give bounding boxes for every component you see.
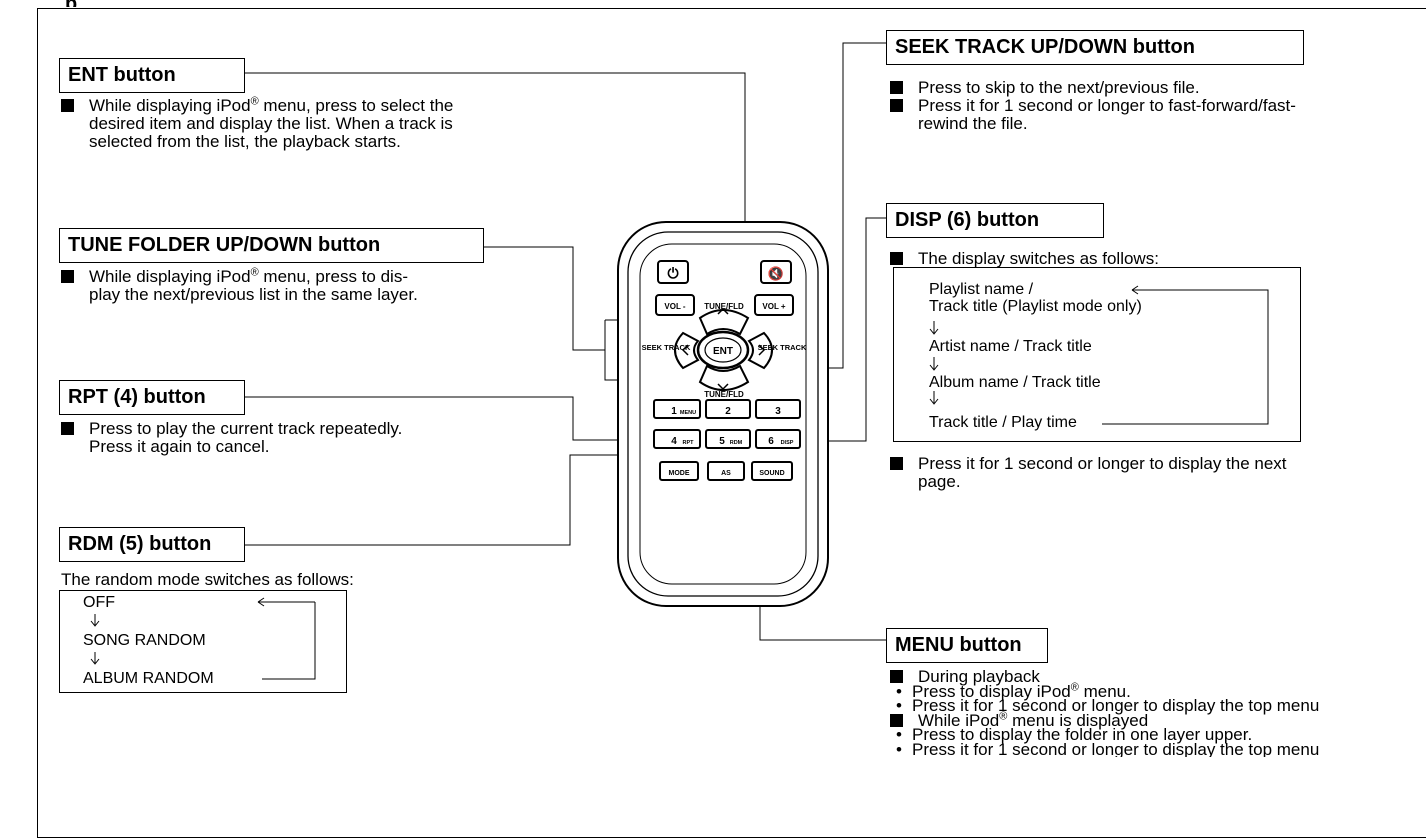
tune-fld-top-label: TUNE/FLD <box>704 302 744 311</box>
menu-description: During playback •Press to display iPod® … <box>890 670 1426 757</box>
menu-item-6: Press it for 1 second or longer to displ… <box>912 739 1320 758</box>
rpt-description: Press to play the current track repeated… <box>61 420 561 456</box>
mute-icon[interactable]: 🔇 <box>768 266 784 281</box>
vol-minus-button[interactable]: VOL - <box>664 302 686 311</box>
menu-item-1: During playback <box>918 670 1040 686</box>
button-5-sub: RDM <box>730 440 743 446</box>
disp-title: DISP (6) button <box>886 203 1104 238</box>
tune-description: While displaying iPod® menu, press to di… <box>61 266 561 304</box>
disp-intro-row: The display switches as follows: <box>890 250 1410 268</box>
rpt-line-2: Press it again to cancel. <box>89 437 270 456</box>
rpt-title: RPT (4) button <box>59 380 245 415</box>
remote-labels: ⏻ 🔇 VOL - VOL + TUNE/FLD TUNE/FLD SEEK T… <box>642 265 807 477</box>
rdm-intro: The random mode switches as follows: <box>61 570 354 589</box>
menu-item-4: While iPod® menu is displayed <box>918 709 1149 730</box>
mode-button[interactable]: MODE <box>669 470 690 477</box>
cycle-arrows <box>90 321 939 665</box>
seek-description: Press to skip to the next/previous file.… <box>890 79 1410 133</box>
button-1-sub: MENU <box>680 410 696 416</box>
remote-control <box>617 221 829 607</box>
ent-line-1: While displaying iPod® menu, press to se… <box>89 95 454 115</box>
button-2[interactable]: 2 <box>725 406 731 417</box>
rdm-cycle-off: OFF <box>83 594 115 611</box>
disp-cycle-box <box>893 267 1301 442</box>
seek-right-label: SEEK TRACK <box>758 343 807 352</box>
disp-cycle-album: Album name / Track title <box>929 374 1101 391</box>
menu-item-2: Press to display iPod® menu. <box>912 680 1131 701</box>
button-1[interactable]: 1 <box>671 406 677 417</box>
ent-line-2: desired item and display the list. When … <box>89 114 453 133</box>
disp-cycle-artist: Artist name / Track title <box>929 338 1092 355</box>
disp-after-line-2: page. <box>918 472 961 491</box>
ent-description: While displaying iPod® menu, press to se… <box>61 95 561 151</box>
rdm-cycle-box <box>59 590 347 693</box>
sound-button[interactable]: SOUND <box>759 470 784 477</box>
menu-title: MENU button <box>886 628 1048 663</box>
ent-button[interactable]: ENT <box>713 346 733 357</box>
disp-cycle-playtime: Track title / Play time <box>929 414 1077 431</box>
tune-line-1: While displaying iPod® menu, press to di… <box>89 266 408 286</box>
rpt-line-1: Press to play the current track repeated… <box>89 419 403 438</box>
button-6[interactable]: 6 <box>768 436 774 447</box>
disp-intro: The display switches as follows: <box>918 249 1159 268</box>
menu-item-3: Press it for 1 second or longer to displ… <box>912 696 1320 715</box>
ent-line-3: selected from the list, the playback sta… <box>89 132 401 151</box>
seek-item-1: Press to skip to the next/previous file. <box>918 78 1200 97</box>
button-4-sub: RPT <box>683 440 695 446</box>
button-3[interactable]: 3 <box>775 406 781 417</box>
disp-after-line-1: Press it for 1 second or longer to displ… <box>918 454 1287 473</box>
seek-title: SEEK TRACK UP/DOWN button <box>886 30 1304 65</box>
seek-item-2-line-2: rewind the file. <box>918 114 1028 133</box>
disp-cycle-playlist-track: Track title (Playlist mode only) <box>929 298 1142 315</box>
rdm-title: RDM (5) button <box>59 527 245 562</box>
ent-title: ENT button <box>59 58 245 93</box>
rdm-cycle-song: SONG RANDOM <box>83 632 206 649</box>
rdm-cycle-album: ALBUM RANDOM <box>83 670 214 687</box>
button-6-sub: DISP <box>781 440 794 446</box>
button-5[interactable]: 5 <box>719 436 725 447</box>
menu-item-5: Press to display the folder in one layer… <box>912 725 1253 744</box>
page-heading-fragment: p <box>65 0 125 7</box>
tune-fld-bottom-label: TUNE/FLD <box>704 390 744 399</box>
tune-title: TUNE FOLDER UP/DOWN button <box>59 228 484 263</box>
disp-after: Press it for 1 second or longer to displ… <box>890 455 1410 491</box>
vol-plus-button[interactable]: VOL + <box>762 302 786 311</box>
power-icon[interactable]: ⏻ <box>667 265 678 281</box>
seek-item-2-line-1: Press it for 1 second or longer to fast-… <box>918 96 1296 115</box>
disp-cycle-playlist: Playlist name / <box>929 281 1034 298</box>
tune-line-2: play the next/previous list in the same … <box>89 285 418 304</box>
seek-left-label: SEEK TRACK <box>642 343 691 352</box>
as-button[interactable]: AS <box>721 470 731 477</box>
button-4[interactable]: 4 <box>671 436 677 447</box>
